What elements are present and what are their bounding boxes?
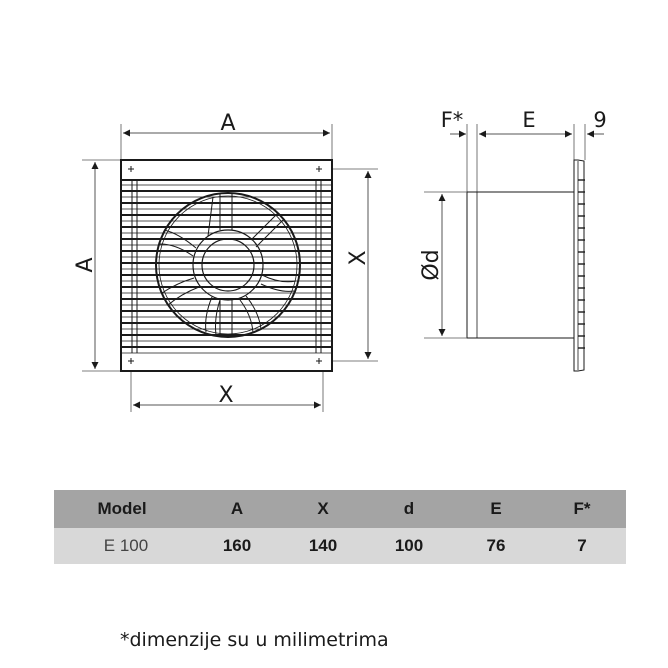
cell-model: E 100 xyxy=(103,536,149,555)
front-left-dimension-label: A xyxy=(73,257,98,272)
header-a: A xyxy=(230,499,244,518)
front-top-dimension-label: A xyxy=(220,111,235,136)
side-e-label: E xyxy=(522,108,535,132)
header-x: X xyxy=(317,499,329,518)
front-view: A A X X xyxy=(73,111,378,412)
side-diameter-label: Ød xyxy=(419,249,444,280)
cell-d: 100 xyxy=(394,536,424,555)
side-9-label: 9 xyxy=(593,108,606,132)
front-right-dimension-label: X xyxy=(346,250,371,265)
cell-e: 76 xyxy=(486,536,506,555)
cell-a: 160 xyxy=(222,536,252,555)
cell-x: 140 xyxy=(308,536,338,555)
table-header-row: Model A X d E F* xyxy=(54,490,626,528)
cell-f: 7 xyxy=(577,536,587,555)
front-bottom-dimension-label: X xyxy=(218,383,233,408)
screw-hole-icons xyxy=(128,166,322,364)
table-row: E 100 160 140 100 76 7 xyxy=(54,528,626,564)
side-f-label: F* xyxy=(441,108,464,132)
header-e: E xyxy=(490,499,502,518)
technical-drawing: A A X X xyxy=(73,108,607,412)
side-view: F* E 9 Ød xyxy=(419,108,607,372)
header-model: Model xyxy=(97,499,147,518)
dimensions-table: Model A X d E F* E 100 160 140 100 76 7 xyxy=(54,490,626,564)
header-f: F* xyxy=(573,499,591,518)
header-d: d xyxy=(403,499,415,518)
footnote: *dimenzije su u milimetrima xyxy=(120,629,389,651)
